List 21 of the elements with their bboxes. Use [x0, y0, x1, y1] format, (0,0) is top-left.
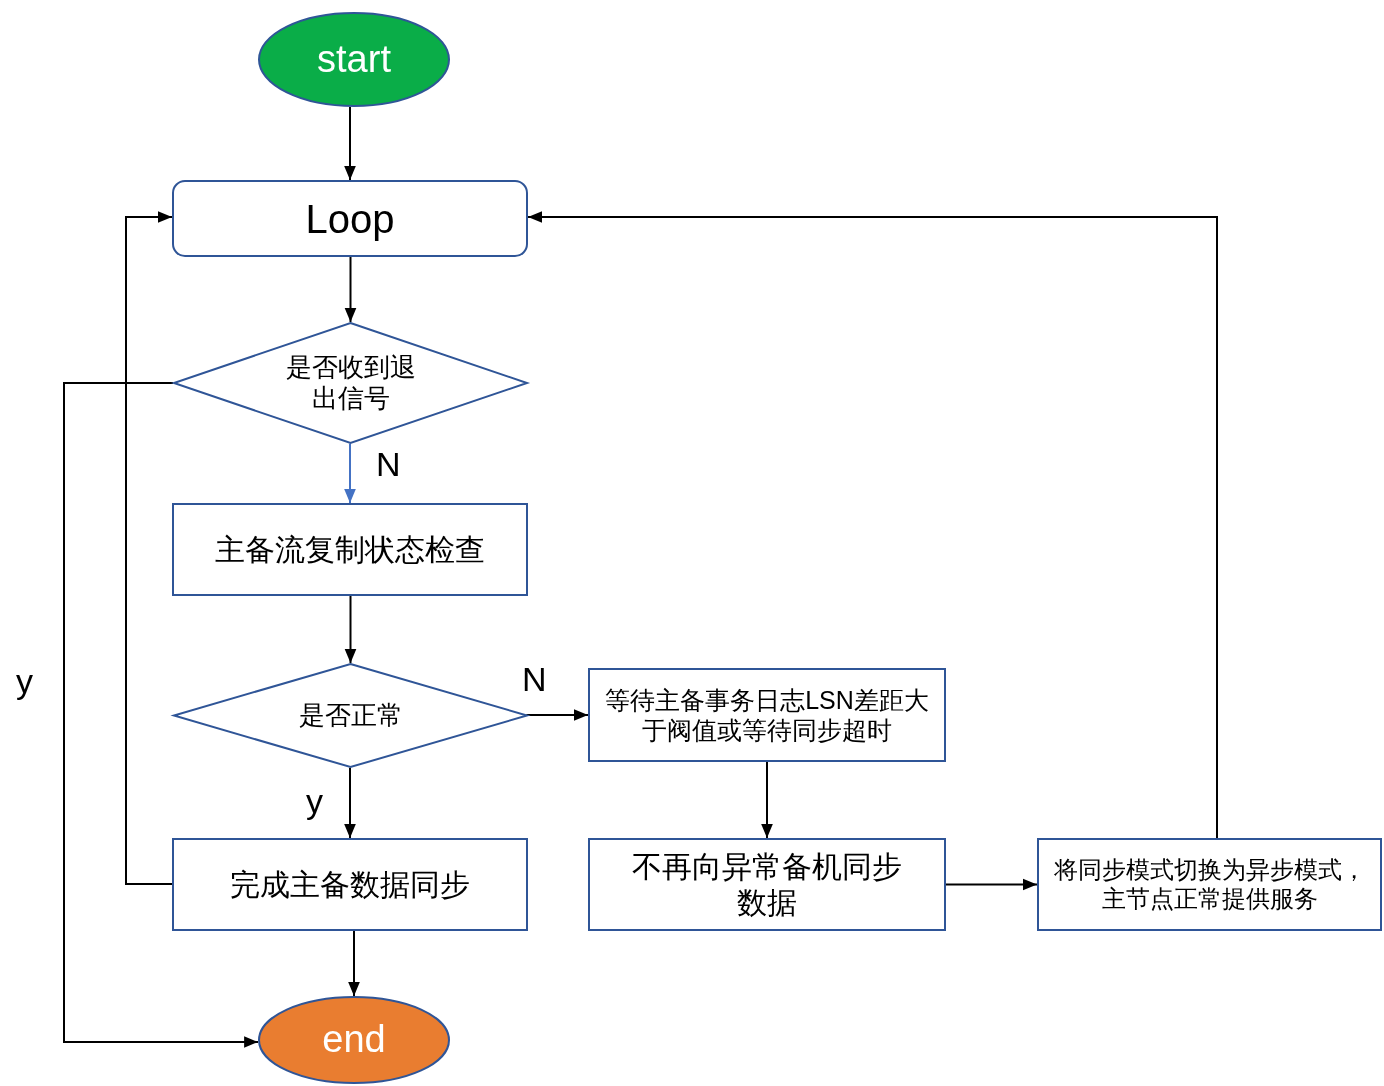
process-box: 将同步模式切换为异步模式，主节点正常提供服务	[1037, 838, 1382, 931]
arrow	[344, 256, 357, 323]
process-box: 等待主备事务日志LSN差距大于阀值或等待同步超时	[588, 668, 946, 762]
process-box: Loop	[172, 180, 528, 257]
start-terminal: start	[258, 12, 450, 107]
process-box: 不再向异常备机同步数据	[588, 838, 946, 931]
end-terminal: end	[258, 996, 450, 1084]
arrow	[945, 878, 1038, 891]
arrow	[63, 382, 260, 1048]
arrow	[527, 211, 1218, 839]
arrow	[344, 442, 356, 504]
arrow	[125, 211, 173, 885]
arrow	[344, 105, 356, 181]
decision-diamond: 是否收到退出信号	[173, 322, 528, 444]
arrow	[348, 930, 360, 997]
process-box: 完成主备数据同步	[172, 838, 528, 931]
arrow	[344, 595, 357, 664]
arrow	[525, 709, 589, 721]
process-box: 主备流复制状态检查	[172, 503, 528, 596]
arrow	[761, 761, 773, 839]
arrow	[344, 766, 356, 839]
